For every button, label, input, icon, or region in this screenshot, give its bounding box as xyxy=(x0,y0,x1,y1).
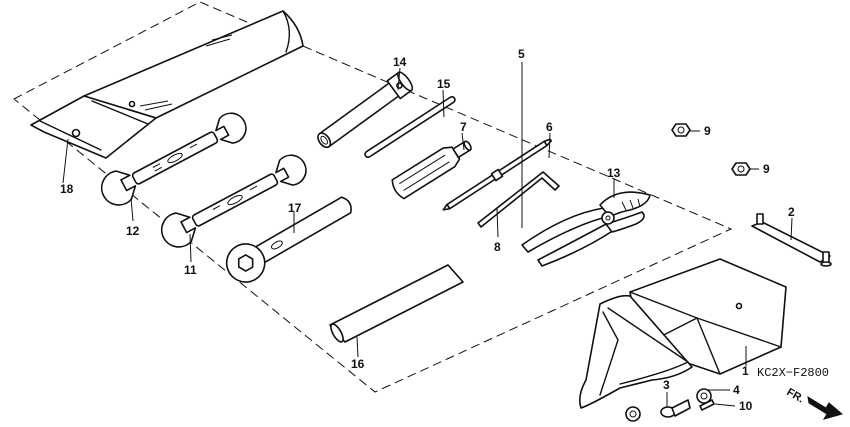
callout-7: 7 xyxy=(460,120,467,134)
hex-key xyxy=(477,171,560,228)
bracket-bar xyxy=(751,213,832,267)
wrench-17 xyxy=(225,196,352,283)
screwdriver-handle xyxy=(391,140,472,200)
grip-sleeve xyxy=(329,264,464,343)
callout-11: 11 xyxy=(184,263,197,277)
callout-10: 10 xyxy=(739,399,753,413)
callout-12: 12 xyxy=(126,224,140,238)
callout-3: 3 xyxy=(663,378,670,392)
nut-upper xyxy=(671,123,691,137)
callout-4: 4 xyxy=(733,383,740,397)
pin-10 xyxy=(699,399,715,411)
nut-lower xyxy=(731,162,751,176)
front-label: FR. xyxy=(785,386,806,405)
grommet-4 xyxy=(696,388,712,404)
callout-1: 1 xyxy=(742,364,749,378)
callout-9-upper: 9 xyxy=(704,124,711,138)
wrench-12 xyxy=(100,112,247,206)
callout-2: 2 xyxy=(788,205,795,219)
callout-15: 15 xyxy=(437,77,451,91)
callout-9-lower: 9 xyxy=(763,162,770,176)
callout-6: 6 xyxy=(546,120,553,134)
diagram-code: KC2X−F2800 xyxy=(757,366,829,380)
pliers xyxy=(521,191,651,267)
tool-bag xyxy=(30,10,304,159)
bolt-3 xyxy=(660,399,691,418)
tool-case xyxy=(579,258,787,422)
front-arrow-icon: FR. xyxy=(785,386,844,420)
wrench-11 xyxy=(160,154,307,248)
callout-18: 18 xyxy=(60,182,74,196)
callout-14: 14 xyxy=(393,55,407,69)
callout-16: 16 xyxy=(351,357,365,371)
pin-rod xyxy=(364,95,456,159)
callout-17: 17 xyxy=(288,201,302,215)
callout-5: 5 xyxy=(518,47,525,61)
toolkit-boundary xyxy=(13,1,733,393)
callout-8: 8 xyxy=(494,240,501,254)
socket-wrench xyxy=(317,71,414,149)
callout-13: 13 xyxy=(607,166,621,180)
leader-lines xyxy=(62,62,793,407)
